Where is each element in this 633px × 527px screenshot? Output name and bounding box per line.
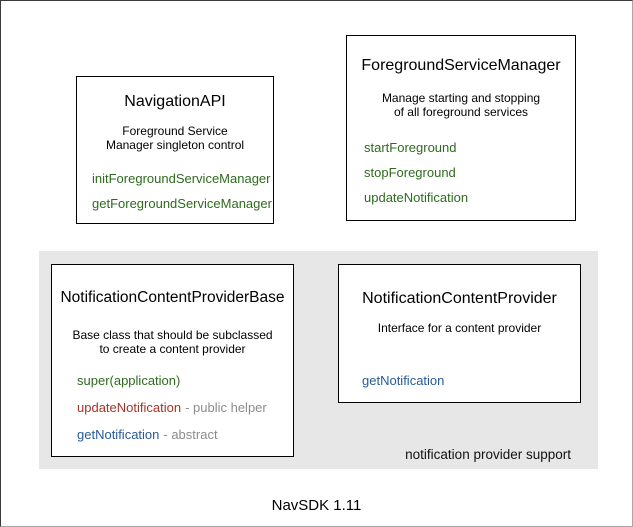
notification-content-provider-base-title: NotificationContentProviderBase (60, 289, 285, 306)
method-name: updateNotification (364, 190, 469, 205)
foreground-service-manager-box: ForegroundServiceManager Manage starting… (346, 35, 576, 221)
method-name: getNotification (362, 373, 445, 388)
method-item: super(application) (77, 374, 293, 388)
method-name: getNotification (77, 427, 160, 442)
description-line: of all foreground services (393, 105, 529, 119)
method-annotation: - abstract (163, 427, 218, 442)
method-list: startForeground stopForeground updateNot… (347, 141, 575, 205)
method-name: updateNotification (77, 400, 182, 415)
method-item: stopForeground (364, 166, 575, 180)
method-item: getNotification (362, 374, 580, 388)
method-item: updateNotification- public helper (77, 401, 293, 415)
notification-content-provider-title: NotificationContentProvider (362, 290, 557, 307)
method-annotation: - public helper (185, 400, 267, 415)
method-item: startForeground (364, 141, 575, 155)
description-line: Interface for a content provider (377, 321, 542, 335)
method-item: getForegroundServiceManager (92, 197, 273, 211)
method-list: initForegroundServiceManager getForegrou… (77, 172, 273, 211)
description-line: Foreground Service (122, 124, 228, 138)
notification-content-provider-base-description: Base class that should be subclassed to … (52, 328, 293, 356)
notification-content-provider-description: Interface for a content provider (339, 321, 580, 335)
notification-content-provider-box: NotificationContentProvider Interface fo… (338, 264, 581, 403)
method-name: startForeground (364, 140, 457, 155)
foreground-service-manager-description: Manage starting and stopping of all fore… (347, 91, 575, 119)
method-list: getNotification (339, 374, 580, 388)
description-line: Manage starting and stopping (381, 91, 541, 105)
method-item: initForegroundServiceManager (92, 172, 273, 186)
notification-content-provider-base-box: NotificationContentProviderBase Base cla… (51, 264, 294, 457)
description-line: to create a content provider (99, 342, 246, 356)
method-name: super(application) (77, 373, 181, 388)
method-item: getNotification- abstract (77, 428, 293, 442)
group-label: notification provider support (405, 447, 571, 462)
diagram-caption: NavSDK 1.11 (271, 497, 362, 514)
navigation-api-title: NavigationAPI (124, 93, 226, 110)
description-line: Manager singleton control (105, 138, 245, 152)
method-name: getForegroundServiceManager (92, 196, 272, 211)
description-line: Base class that should be subclassed (72, 328, 273, 342)
navigation-api-box: NavigationAPI Foreground Service Manager… (76, 76, 274, 224)
foreground-service-manager-title: ForegroundServiceManager (361, 57, 561, 74)
method-list: super(application) updateNotification- p… (52, 374, 293, 442)
method-name: initForegroundServiceManager (92, 171, 271, 186)
method-item: updateNotification (364, 191, 575, 205)
navigation-api-description: Foreground Service Manager singleton con… (77, 124, 273, 152)
method-name: stopForeground (364, 165, 456, 180)
